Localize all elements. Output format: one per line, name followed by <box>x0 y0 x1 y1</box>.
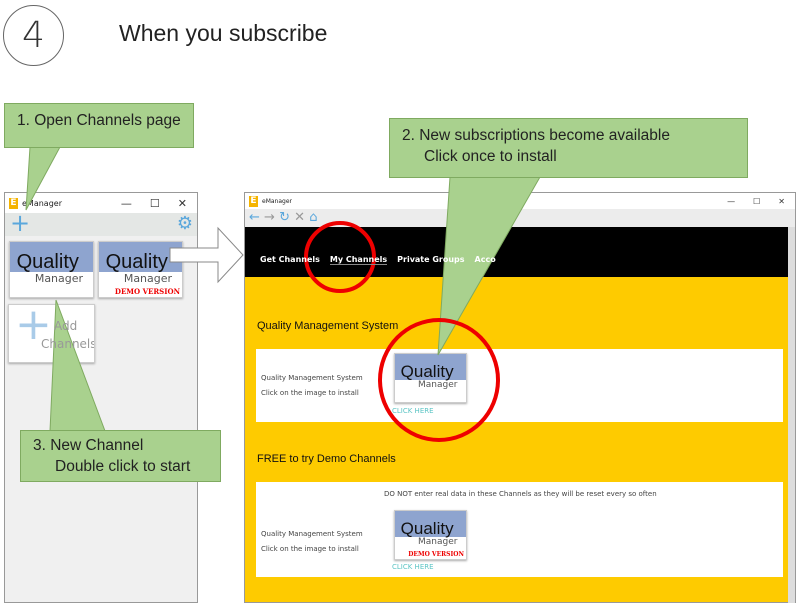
menu-private-groups[interactable]: Private Groups <box>397 255 465 264</box>
install-tile-quality[interactable]: Quality Manager <box>394 353 467 403</box>
tile-word: Quality <box>400 519 454 539</box>
card-text: Click on the image to install <box>261 545 359 553</box>
tile-sub: Manager <box>418 536 458 547</box>
app-icon: E <box>9 197 18 209</box>
add-label: Add <box>54 319 78 333</box>
refresh-icon[interactable]: ↻ <box>279 210 290 225</box>
minimize-button[interactable]: — <box>727 196 736 206</box>
nav-bar: Get Channels My Channels Private Groups Acc… <box>245 227 795 277</box>
window-title: eManager <box>22 198 62 208</box>
tile-word: Quality <box>105 251 168 274</box>
demo-notice: DO NOT enter real data in these Channels… <box>384 490 657 498</box>
close-button[interactable]: ✕ <box>177 196 187 210</box>
menu-get-channels[interactable]: Get Channels <box>260 255 320 264</box>
plus-icon: + <box>15 304 52 350</box>
card-text: Quality Management System <box>261 374 363 382</box>
demo-badge: DEMO VERSION <box>408 551 464 558</box>
title-bar: E eManager — ☐ ✕ <box>5 193 197 213</box>
tile-word: Quality <box>400 362 454 382</box>
tile-sub: Manager <box>123 271 173 285</box>
forward-icon[interactable]: → <box>264 210 275 225</box>
menu-my-channels[interactable]: My Channels <box>329 255 388 265</box>
tile-sub: Manager <box>418 379 458 390</box>
back-icon[interactable]: ← <box>249 210 260 225</box>
demo-badge: DEMO VERSION <box>114 287 180 296</box>
close-button[interactable]: ✕ <box>778 196 785 206</box>
callout-text: Double click to start <box>55 458 191 475</box>
slide-title: When you subscribe <box>119 20 328 46</box>
channel-tile-quality-demo[interactable]: Quality Manager DEMO VERSION <box>98 241 183 298</box>
callout-text: Click once to install <box>424 148 557 165</box>
callout-text: 3. New Channel <box>33 437 144 454</box>
install-tile-quality-demo[interactable]: Quality Manager DEMO VERSION <box>394 510 467 560</box>
card-text: Quality Management System <box>261 530 363 538</box>
stop-icon[interactable]: ✕ <box>294 210 306 225</box>
tile-sub: Manager <box>34 271 84 285</box>
app-icon: E <box>249 195 258 207</box>
callout-1: 1. Open Channels page <box>4 103 194 148</box>
minimize-button[interactable]: — <box>120 196 132 210</box>
plus-icon[interactable]: + <box>10 209 31 237</box>
menu-account[interactable]: Acco <box>474 255 496 264</box>
home-icon[interactable]: ⌂ <box>309 210 318 225</box>
toolbar: + ⚙ <box>5 209 197 237</box>
section-heading: Quality Management System <box>257 320 399 332</box>
click-here-link[interactable]: CLICK HERE <box>392 563 434 571</box>
tile-word: Quality <box>16 251 79 274</box>
callout-text: 1. Open Channels page <box>17 112 181 129</box>
channel-card: Quality Management System Click on the i… <box>256 349 783 422</box>
maximize-button[interactable]: ☐ <box>753 196 761 206</box>
click-here-link[interactable]: CLICK HERE <box>392 407 434 415</box>
maximize-button[interactable]: ☐ <box>149 196 160 210</box>
gear-icon[interactable]: ⚙ <box>176 213 193 234</box>
demo-card: DO NOT enter real data in these Channels… <box>256 482 783 577</box>
card-text: Click on the image to install <box>261 389 359 397</box>
browser-toolbar: ← → ↻ ✕ ⌂ <box>245 209 795 227</box>
channel-tile-quality[interactable]: Quality Manager <box>9 241 94 298</box>
title-bar: E eManager — ☐ ✕ <box>245 193 795 209</box>
section-heading: FREE to try Demo Channels <box>257 453 396 465</box>
callout-text: 2. New subscriptions become available <box>402 127 670 144</box>
step-number: 4 <box>3 5 64 66</box>
scrollbar[interactable] <box>788 227 795 603</box>
add-channels-tile[interactable]: + Add Channels <box>8 304 95 363</box>
left-window: E eManager — ☐ ✕ + ⚙ Quality Manager Quali… <box>4 192 198 603</box>
window-title: eManager <box>262 197 292 205</box>
add-label: Channels <box>41 337 95 351</box>
